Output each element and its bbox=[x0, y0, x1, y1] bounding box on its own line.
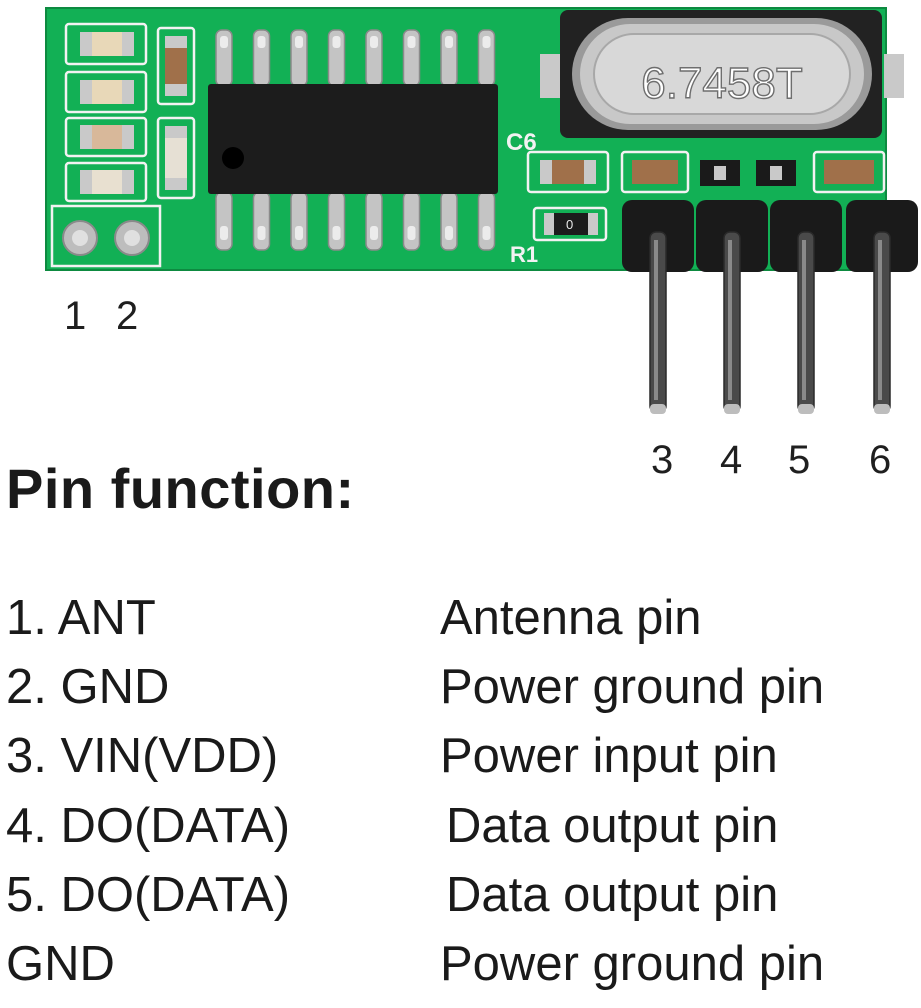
smd-row-header bbox=[620, 150, 886, 194]
ic-pin-bottom bbox=[215, 191, 233, 251]
ic-pin-bottom bbox=[365, 191, 383, 251]
pin-name: 4. DO(DATA) bbox=[6, 799, 291, 853]
pin-name: GND bbox=[6, 937, 115, 991]
pin-row: 5. DO(DATA) Data output pin bbox=[6, 868, 916, 939]
pin-name: 3. VIN(VDD) bbox=[6, 729, 279, 783]
pin-row: 4. DO(DATA) Data output pin bbox=[6, 799, 916, 870]
pin-number-6: 6 bbox=[869, 438, 892, 482]
ic-pin-top bbox=[440, 29, 458, 87]
pin-function: Data output pin bbox=[446, 799, 779, 853]
pin-number-3: 3 bbox=[651, 438, 674, 482]
ic-pin-top bbox=[402, 29, 421, 87]
crystal-oscillator: 6.7458T bbox=[540, 10, 904, 138]
pin-number-5: 5 bbox=[788, 438, 811, 482]
ic-pin-bottom bbox=[402, 191, 421, 251]
ic-pin-top bbox=[327, 29, 346, 87]
pin-function: Antenna pin bbox=[440, 591, 702, 645]
smd-capacitors-left bbox=[64, 22, 148, 203]
header-pin-3 bbox=[622, 200, 694, 414]
crystal-label: 6.7458T bbox=[641, 59, 802, 108]
header-pin-5 bbox=[770, 200, 842, 414]
pin-name: 2. GND bbox=[6, 660, 170, 714]
ic-pin-top bbox=[215, 29, 233, 87]
pin-header bbox=[622, 200, 918, 414]
header-pin-4 bbox=[696, 200, 768, 414]
ic-pin-top bbox=[252, 29, 271, 87]
pin-function: Power ground pin bbox=[440, 937, 825, 991]
ic-chip bbox=[208, 84, 498, 194]
pin-name: 5. DO(DATA) bbox=[6, 868, 291, 922]
pin-row: 1. ANT Antenna pin bbox=[6, 591, 916, 662]
ic-pin-bottom bbox=[290, 191, 308, 251]
pin-number-1: 1 bbox=[64, 294, 87, 338]
header-pin-6 bbox=[846, 200, 918, 414]
resistor-r1: 0 bbox=[532, 206, 608, 242]
ic-pin-bottom bbox=[477, 191, 496, 251]
pin-function-heading: Pin function: bbox=[6, 457, 355, 520]
pin-function: Data output pin bbox=[446, 868, 779, 922]
smd-vertical-components bbox=[156, 26, 196, 200]
svg-text:0: 0 bbox=[566, 217, 573, 232]
pin-row: GND Power ground pin bbox=[6, 937, 916, 1008]
ic-pin-bottom bbox=[440, 191, 458, 251]
silkscreen-r1: R1 bbox=[510, 242, 538, 267]
rf-receiver-module-illustration: C6 R1 0 6.7458T bbox=[45, 7, 918, 414]
pin-number-2: 2 bbox=[116, 294, 139, 338]
pin-name: 1. ANT bbox=[6, 591, 156, 645]
pin-row: 3. VIN(VDD) Power input pin bbox=[6, 729, 916, 800]
ic-pin-bottom bbox=[327, 191, 346, 251]
pin-function: Power ground pin bbox=[440, 660, 825, 714]
pin-row: 2. GND Power ground pin bbox=[6, 660, 916, 731]
ic-pin-top bbox=[290, 29, 308, 87]
capacitor-c6 bbox=[526, 150, 610, 194]
solder-pads-1-2 bbox=[50, 204, 162, 268]
ic-pin-top bbox=[365, 29, 383, 87]
ic-pins bbox=[215, 29, 496, 251]
ic-pin-top bbox=[477, 29, 496, 87]
pin-function: Power input pin bbox=[440, 729, 778, 783]
ic-pin-bottom bbox=[252, 191, 271, 251]
pin-number-4: 4 bbox=[720, 438, 743, 482]
